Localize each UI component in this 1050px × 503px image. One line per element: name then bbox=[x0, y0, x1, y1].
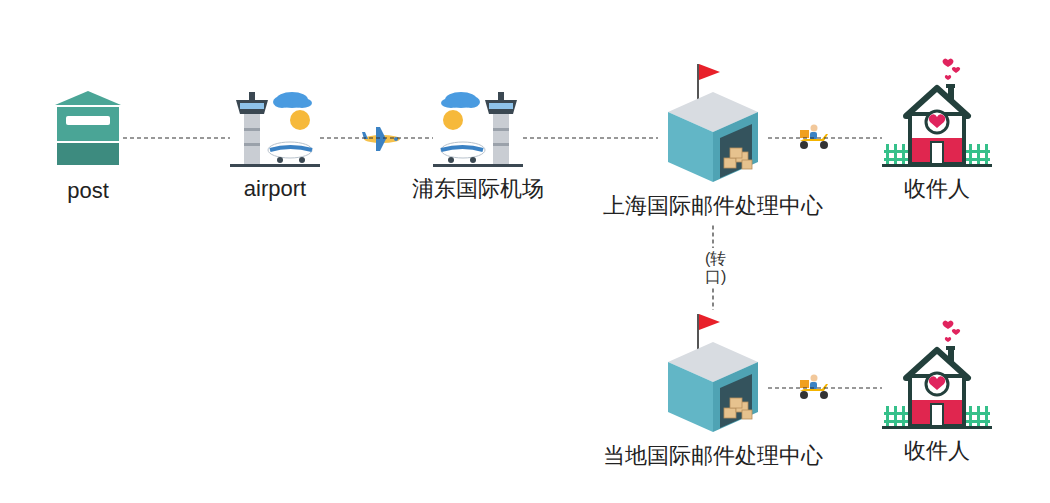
airport-icon bbox=[230, 92, 320, 167]
dashed-connector bbox=[523, 137, 658, 138]
center-node: 当地国际邮件处理中心 bbox=[658, 310, 768, 435]
house-icon bbox=[882, 59, 992, 168]
node-label: airport bbox=[244, 176, 306, 202]
recipient-node: 收件人 bbox=[882, 58, 992, 168]
recipient-node: 收件人 bbox=[882, 320, 992, 430]
dashed-connector bbox=[768, 137, 882, 138]
airport-node: airport bbox=[230, 88, 320, 168]
post-node: post bbox=[53, 85, 123, 170]
node-label: 浦东国际机场 bbox=[412, 176, 544, 202]
node-label: 收件人 bbox=[904, 176, 970, 202]
plane-icon bbox=[358, 127, 404, 151]
node-label: 当地国际邮件处理中心 bbox=[603, 443, 823, 469]
node-label: 收件人 bbox=[904, 438, 970, 464]
node-label: 上海国际邮件处理中心 bbox=[603, 193, 823, 219]
center-icon bbox=[668, 64, 758, 182]
node-label: post bbox=[67, 178, 109, 204]
center-icon bbox=[668, 314, 758, 432]
house-icon bbox=[882, 321, 992, 430]
edge-label: (转口) bbox=[704, 248, 722, 287]
airport-icon bbox=[433, 92, 523, 167]
dashed-connector bbox=[320, 137, 433, 138]
airport-node: 浦东国际机场 bbox=[433, 88, 523, 168]
center-node: 上海国际邮件处理中心 bbox=[658, 60, 768, 185]
dashed-connector bbox=[123, 137, 230, 138]
dashed-connector bbox=[768, 387, 882, 388]
post-icon bbox=[55, 91, 121, 165]
